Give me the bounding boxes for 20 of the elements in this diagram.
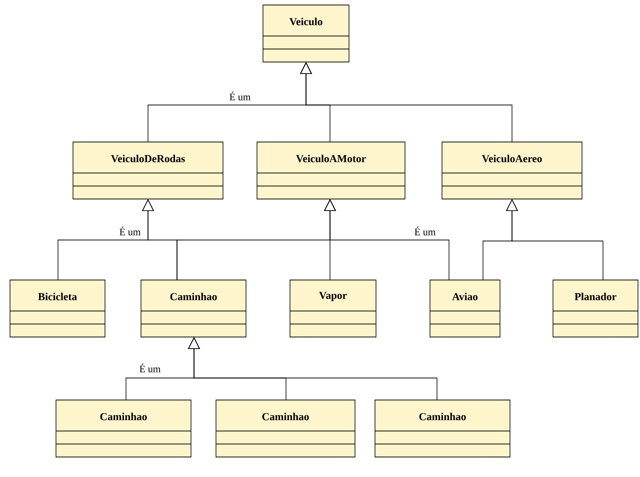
edge-label: É um [118, 225, 142, 237]
class-box: VeiculoDeRodas [72, 142, 224, 200]
inheritance-arrow [188, 337, 438, 400]
class-box: VeiculoAMotor [256, 142, 406, 200]
class-box: Vapor [290, 280, 376, 338]
class-box: Caminhao [56, 400, 192, 458]
inheritance-arrow [300, 62, 512, 142]
class-box: Bicicleta [10, 280, 106, 338]
class-box: VeiculoAereo [442, 142, 582, 200]
class-box: Planador [552, 280, 638, 338]
inheritance-arrow [324, 199, 450, 280]
edge-label: É um [412, 225, 438, 237]
class-box: Caminhao [374, 400, 510, 458]
edge-label: É um [138, 362, 162, 374]
class-box: Veiculo [262, 4, 350, 62]
edge-label: É um [228, 90, 252, 102]
class-box: Caminhao [140, 280, 246, 338]
inheritance-arrow [506, 199, 604, 280]
class-box: Caminhao [216, 400, 356, 458]
class-box: Aviao [430, 280, 500, 338]
